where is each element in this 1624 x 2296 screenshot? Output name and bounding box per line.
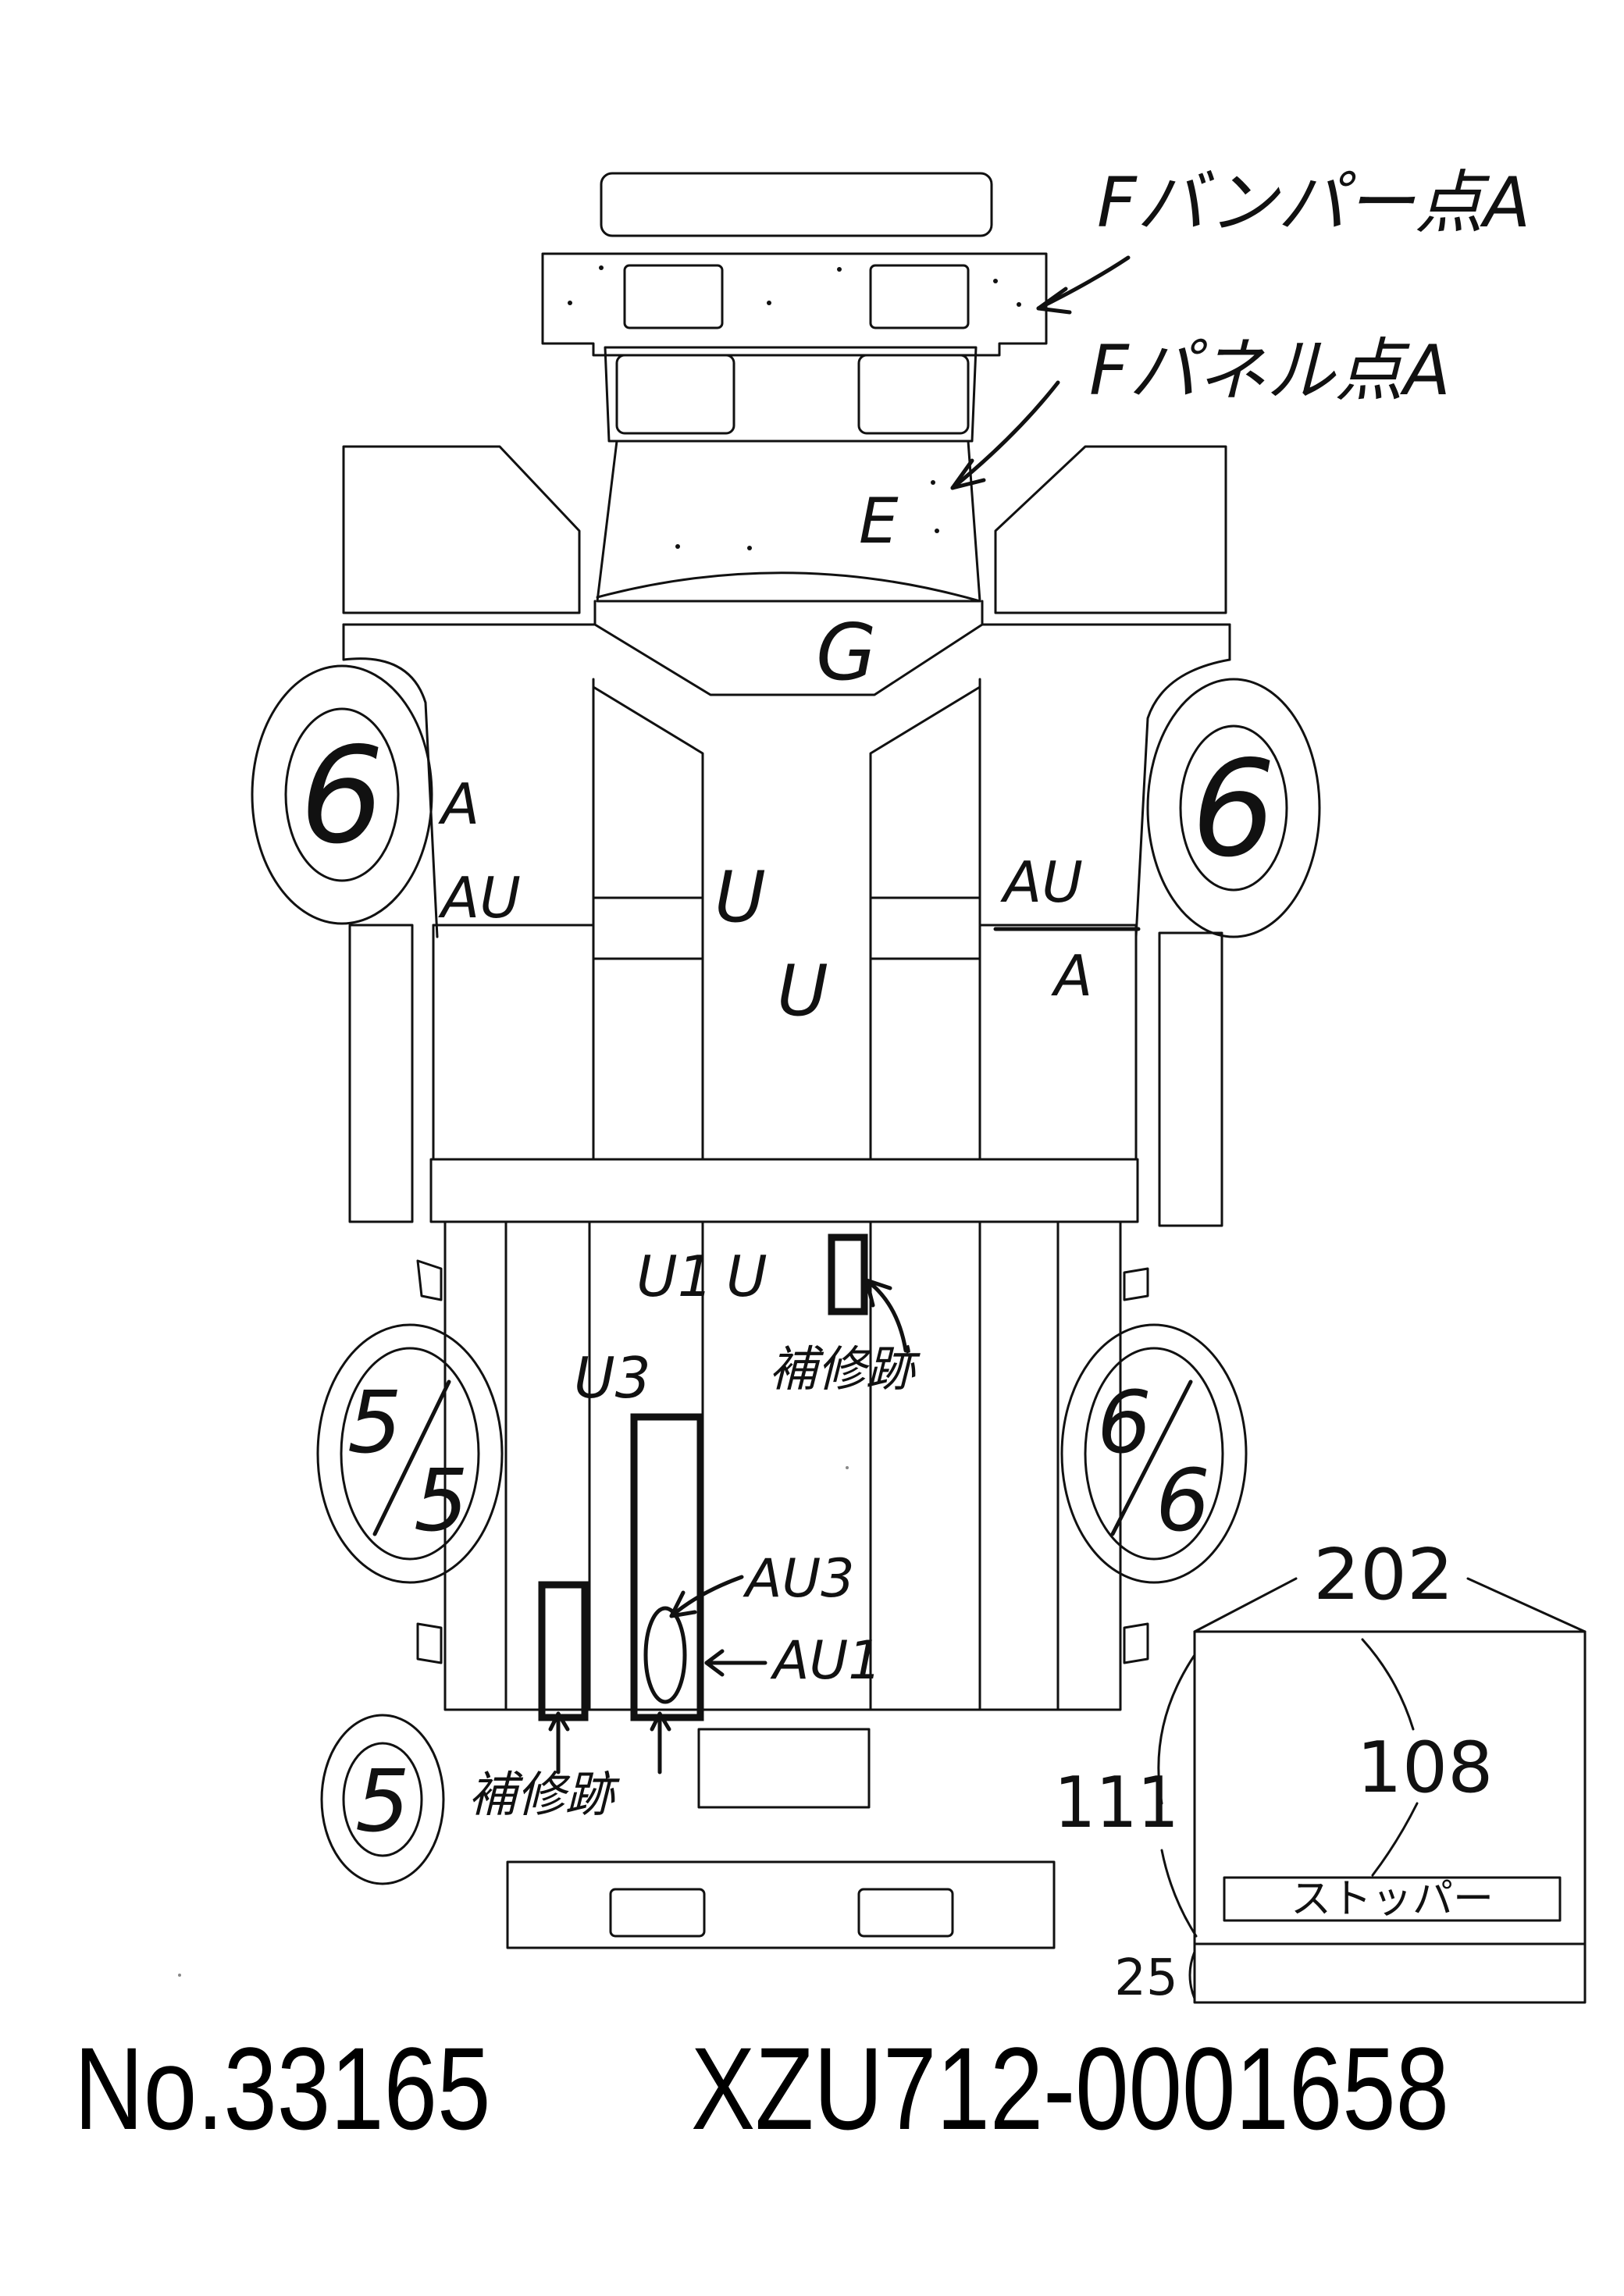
- bed-repair-right-note: 補修跡: [769, 1340, 921, 1397]
- damage-annotations: Fバンパー点A Fパネル点A E G A AU AU A U U U1 U U3…: [438, 162, 1530, 1823]
- bed-u1-note: U1: [636, 1244, 714, 1309]
- tire-tread-rear-left-top: 5: [347, 1372, 402, 1472]
- vehicle-number: No.33165: [74, 2023, 491, 2154]
- bed-au3-note: AU3: [743, 1548, 855, 1610]
- bed-u3-note: U3: [574, 1345, 651, 1411]
- cab-doors: [342, 445, 1227, 614]
- front-bumper: [541, 172, 1048, 357]
- right-front-a-note: A: [1051, 943, 1092, 1009]
- cargo-box-dimensions: ストッパー 202 108 111 25: [1054, 1534, 1587, 2007]
- rear-right-tire: 6 6: [1060, 1323, 1248, 1584]
- tire-tread-rear-right-top: 6: [1097, 1372, 1152, 1472]
- chassis-number: XZU712-0001658: [691, 2023, 1450, 2154]
- dimension-top: 202: [1313, 1534, 1454, 1616]
- bed-au1-note: AU1: [770, 1630, 882, 1692]
- front-bumper-note: Fバンパー点A: [1097, 162, 1530, 243]
- windshield-note: G: [816, 607, 877, 698]
- left-front-a-note: A: [438, 771, 479, 837]
- bed-repair-left-note: 補修跡: [468, 1766, 620, 1823]
- tire-tread-rear-left-bottom: 5: [414, 1451, 468, 1550]
- tire-tread-spare: 5: [355, 1751, 410, 1851]
- cab-front: [593, 440, 984, 696]
- front-left-tire: 6: [251, 664, 433, 925]
- tire-tread-rear-right-bottom: 6: [1156, 1451, 1210, 1550]
- right-front-au-note: AU: [1000, 849, 1083, 915]
- rear-bumper: [506, 1860, 1056, 1949]
- cab-body: [342, 623, 1231, 1227]
- front-right-tire: 6: [1146, 678, 1321, 938]
- front-panel-note: Fパネル点A: [1089, 330, 1451, 411]
- cargo-bed: [416, 1220, 1149, 1809]
- dimension-left: 111: [1054, 1762, 1179, 1844]
- floor-u-note-2: U: [777, 950, 828, 1032]
- left-front-au-note: AU: [438, 865, 521, 931]
- front-grille: [604, 346, 978, 443]
- floor-u-note-1: U: [714, 856, 766, 938]
- dimension-middle: 108: [1357, 1727, 1494, 1809]
- cab-front-note: E: [859, 485, 899, 557]
- tire-tread-front-left: 6: [300, 719, 384, 874]
- rear-left-tire: 5 5: [316, 1323, 504, 1584]
- repair-marks: [538, 1233, 868, 1721]
- scan-specks: [178, 1466, 849, 1977]
- spare-tire: 5: [320, 1714, 445, 1885]
- dimension-bottom: 25: [1114, 1949, 1177, 2007]
- bed-u-note: U: [726, 1244, 767, 1309]
- stopper-label: ストッパー: [1291, 1876, 1494, 1923]
- tire-tread-front-right: 6: [1191, 732, 1276, 887]
